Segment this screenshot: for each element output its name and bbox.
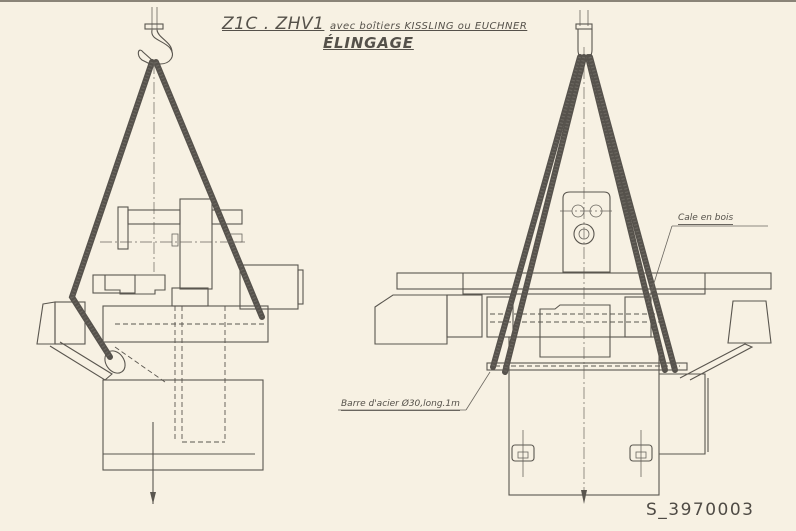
drawing-title: Z1C . ZHV1 avec boîtiers KISSLING ou EUC… — [222, 14, 527, 34]
left-view — [36, 7, 304, 504]
title-description: avec boîtiers KISSLING ou EUCHNER — [330, 21, 528, 32]
drawing-subtitle: ÉLINGAGE — [323, 34, 414, 52]
steel-bar-label: Barre d'acier Ø30,long.1m — [341, 399, 460, 411]
wood-wedge-label: Cale en bois — [678, 213, 734, 225]
crane-hook-icon — [137, 29, 173, 65]
sling-rope — [68, 59, 265, 360]
right-view — [338, 10, 772, 504]
document-number: S_3970003 — [646, 500, 755, 520]
model-code: Z1C . ZHV1 — [222, 14, 325, 34]
sling-rope — [490, 54, 678, 375]
